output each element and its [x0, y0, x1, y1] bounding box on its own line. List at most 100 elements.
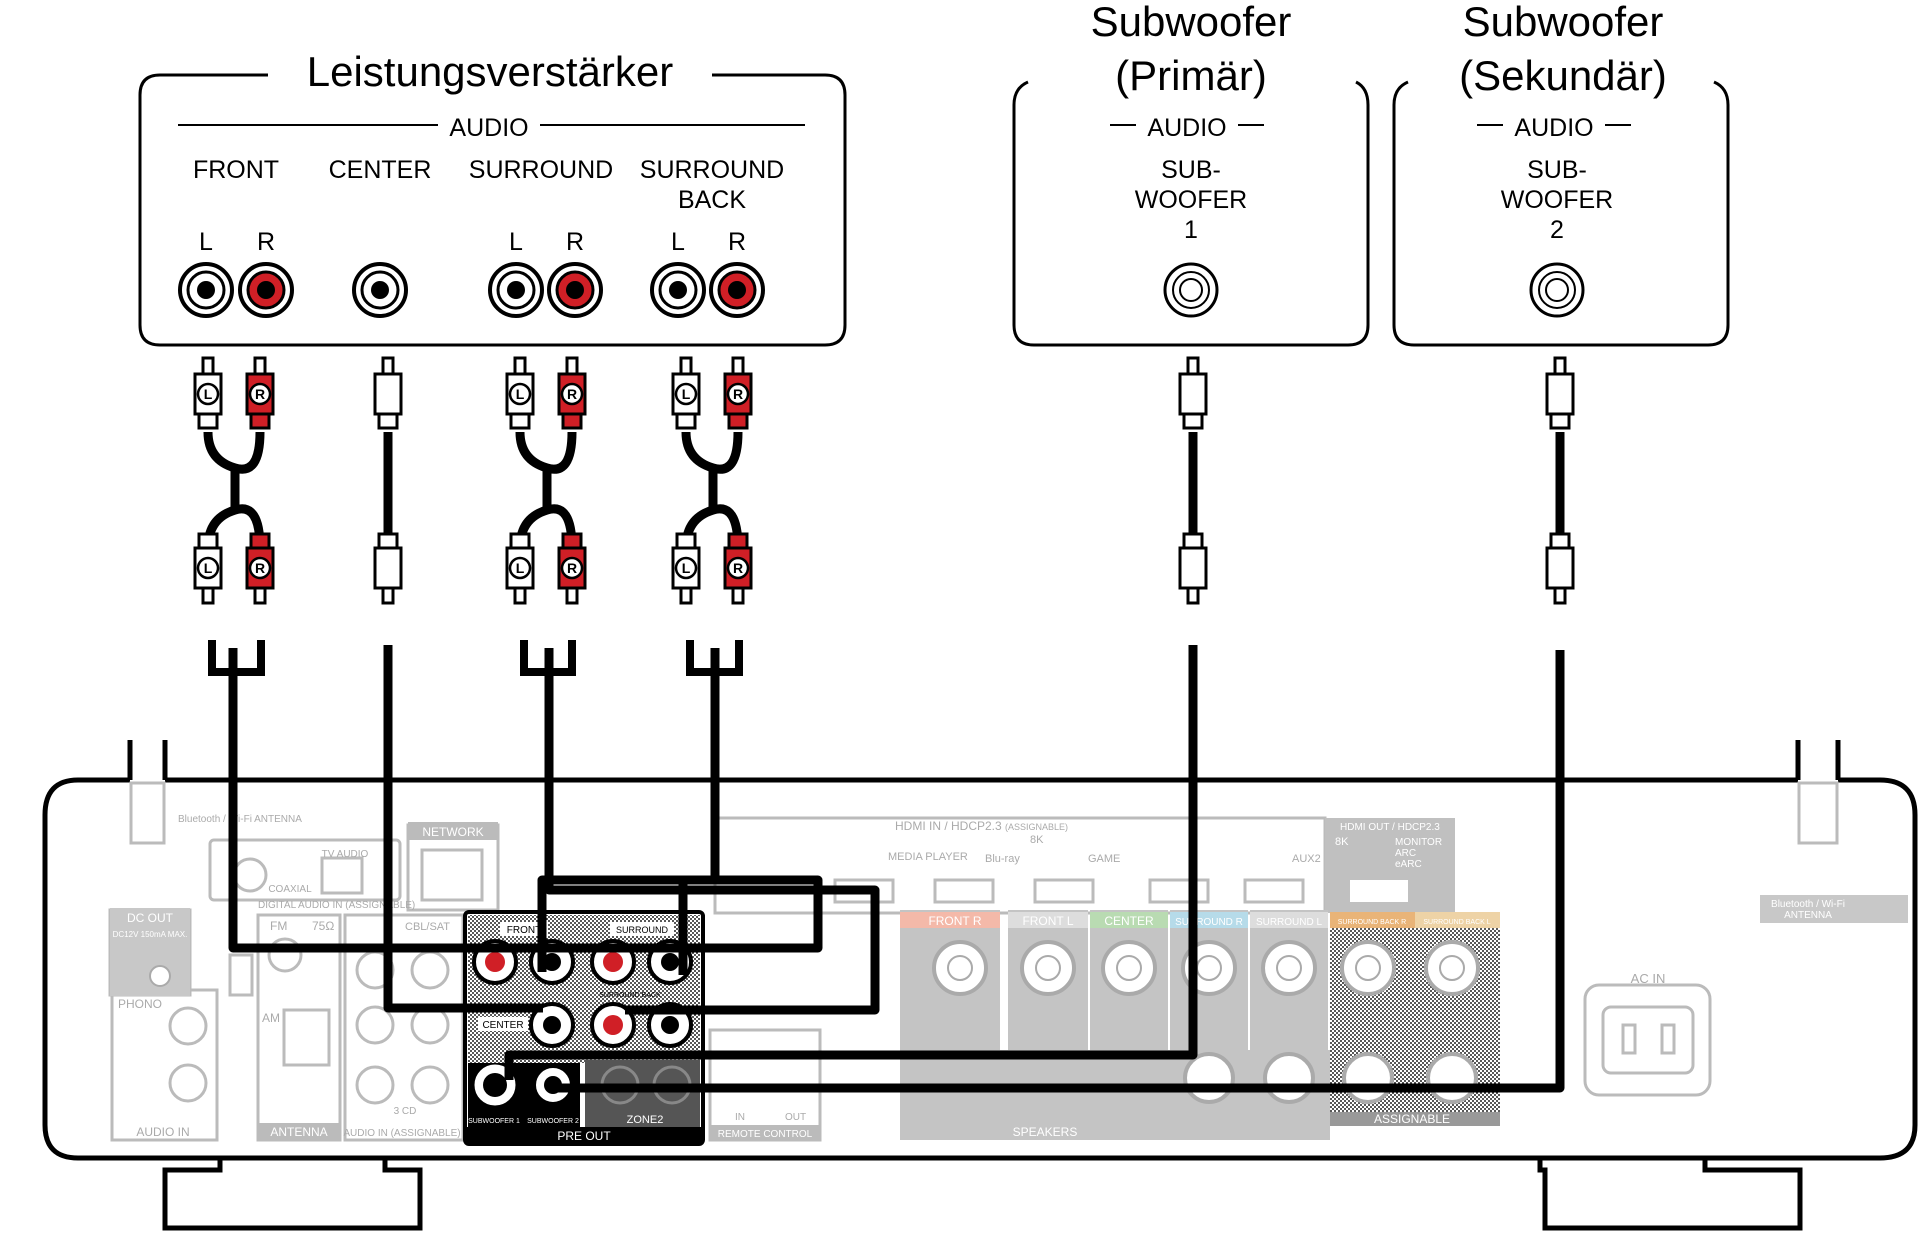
channel-surround-back-label-2: BACK: [678, 186, 746, 214]
ac-in-label: AC IN: [1631, 971, 1666, 986]
plug-top-r-0-label: R: [255, 386, 265, 402]
bluetooth-left-label: Bluetooth / Wi-Fi ANTENNA: [178, 814, 302, 825]
antenna-label: ANTENNA: [270, 1125, 327, 1139]
amplifier-jacks: [178, 262, 765, 318]
plug-bottom-r-2-label: R: [733, 560, 743, 576]
subwoofer-secondary-jack: [1529, 262, 1585, 318]
spk-front-r-label: FRONT R: [928, 914, 981, 928]
am-label: AM: [262, 1011, 280, 1025]
subwoofer-primary-jack-label-3: 1: [1184, 216, 1198, 244]
plug-top-mono-0: [373, 356, 403, 430]
channel-center-label: CENTER: [329, 156, 432, 184]
audio-in-assignable-label: AUDIO IN (ASSIGNABLE): [343, 1128, 460, 1139]
subwoofer-primary-audio-label: AUDIO: [1147, 114, 1226, 142]
channel-surround-back-label-1: SURROUND: [640, 156, 784, 184]
phono-label: PHONO: [118, 997, 162, 1011]
digital-audio-in-label: DIGITAL AUDIO IN (ASSIGNABLE): [258, 900, 415, 911]
plug-bottom-l-0-label: L: [204, 560, 213, 576]
dc-out-label: DC OUT: [127, 911, 174, 925]
subwoofer1-label: SUBWOOFER 1: [468, 1118, 520, 1125]
subwoofer-primary-jack-label-1: SUB-: [1161, 156, 1221, 184]
zone2-label: ZONE2: [627, 1114, 664, 1126]
plug-top-r-2: R: [723, 356, 753, 430]
cbl-sat-label: CBL/SAT: [405, 921, 450, 933]
surround-back-r-label: R: [728, 228, 746, 256]
subwoofer-secondary-box: Subwoofer (Sekundär) AUDIO SUB- WOOFER 2: [1392, 0, 1730, 347]
y-splitter-ends: [208, 640, 743, 676]
network-label-bg: [408, 822, 498, 840]
bluetooth-right-label-1: Bluetooth / Wi-Fi: [1771, 899, 1845, 910]
plug-top-l-1-label: L: [516, 386, 525, 402]
bluetooth-right-label-2: ANTENNA: [1784, 910, 1832, 921]
cables: [228, 645, 1565, 1093]
bluray-label: Blu-ray: [985, 853, 1020, 865]
subwoofer-primary-box: Subwoofer (Primär) AUDIO SUB- WOOFER 1: [1012, 0, 1370, 347]
cd-label: 3 CD: [394, 1106, 417, 1117]
surround-back-l-label: L: [671, 228, 685, 256]
audio-in-label: AUDIO IN: [136, 1125, 189, 1139]
spk-center-label: CENTER: [1104, 914, 1154, 928]
amplifier-audio-label: AUDIO: [449, 114, 528, 142]
plug-top-r-0: R: [245, 356, 275, 430]
arc-label: ARC: [1395, 848, 1416, 859]
hdmi-in-label: HDMI IN / HDCP2.3: [895, 819, 1002, 833]
dc-out-spec: DC12V 150mA MAX.: [113, 930, 188, 939]
dc-out-block: [110, 908, 190, 996]
surround-r-label: R: [566, 228, 584, 256]
plug-top-mono-1: [1178, 356, 1208, 430]
coaxial-label: COAXIAL: [268, 884, 312, 895]
front-r-label: R: [257, 228, 275, 256]
plug-bottom-l-2-label: L: [682, 560, 691, 576]
tv-audio-label: TV AUDIO: [322, 849, 369, 860]
preout-front-label: FRONT: [507, 925, 541, 936]
subwoofer-secondary-jack-label-3: 2: [1550, 216, 1564, 244]
y-splitter-shapes: [203, 431, 1565, 549]
front-l-label: L: [199, 228, 213, 256]
plug-top-l-0: L: [193, 356, 223, 430]
plug-top-l-2: L: [671, 356, 701, 430]
plug-bottom-l-0: L: [193, 532, 223, 605]
receiver-rear-panel: DC OUT DC12V 150mA MAX. Bluetooth / Wi-F…: [42, 740, 1918, 1231]
receiver-foot-left: [162, 1158, 423, 1231]
monitor-label: MONITOR: [1395, 837, 1442, 848]
spk-surround-l-label: SURROUND L: [1256, 917, 1323, 928]
remote-control-label: REMOTE CONTROL: [718, 1129, 813, 1140]
spk-surround-r-label: SURROUND R: [1175, 917, 1243, 928]
plug-bottom-r-0-label: R: [255, 560, 265, 576]
aux2-label: AUX2: [1292, 853, 1321, 865]
hdmi-assignable-label: (ASSIGNABLE): [1005, 822, 1068, 832]
spk-front-l-label: FRONT L: [1022, 914, 1073, 928]
subwoofer-primary-jack-label-2: WOOFER: [1135, 186, 1248, 214]
surround-l-label: L: [509, 228, 523, 256]
hdmi-out-8k-label: 8K: [1335, 836, 1349, 848]
fm-label: FM: [270, 919, 287, 933]
plug-bottom-r-0: R: [245, 532, 275, 605]
plug-top-l-0-label: L: [204, 386, 213, 402]
subwoofer-secondary-title-2: (Sekundär): [1459, 52, 1667, 99]
subwoofer-secondary-jack-label-1: SUB-: [1527, 156, 1587, 184]
network-label: NETWORK: [422, 825, 483, 839]
plug-top-r-2-label: R: [733, 386, 743, 402]
front-r-jack: [238, 262, 294, 318]
plug-bottom-mono-0: [373, 532, 403, 605]
surround-back-r-jack: [709, 262, 765, 318]
assignable-label: ASSIGNABLE: [1374, 1112, 1450, 1126]
plug-bottom-mono-2: [1545, 532, 1575, 605]
preout-surround-label: SURROUND: [616, 925, 669, 935]
front-l-jack: [178, 262, 234, 318]
preout-center-label: CENTER: [482, 1020, 523, 1031]
plug-top-r-1: R: [557, 356, 587, 430]
amplifier-title: Leistungsverstärker: [307, 48, 674, 95]
channel-surround-label: SURROUND: [469, 156, 613, 184]
center-jack: [352, 262, 408, 318]
receiver-foot-right: [1537, 1158, 1803, 1231]
remote-in-label: IN: [735, 1112, 745, 1123]
spk-sb-r-label: SURROUND BACK R: [1338, 919, 1406, 926]
subwoofer-primary-title-1: Subwoofer: [1091, 0, 1292, 45]
pre-out-label: PRE OUT: [557, 1129, 611, 1143]
plug-top-l-1: L: [505, 356, 535, 430]
plug-bottom-l-2: L: [671, 532, 701, 605]
earc-label: eARC: [1395, 859, 1422, 870]
